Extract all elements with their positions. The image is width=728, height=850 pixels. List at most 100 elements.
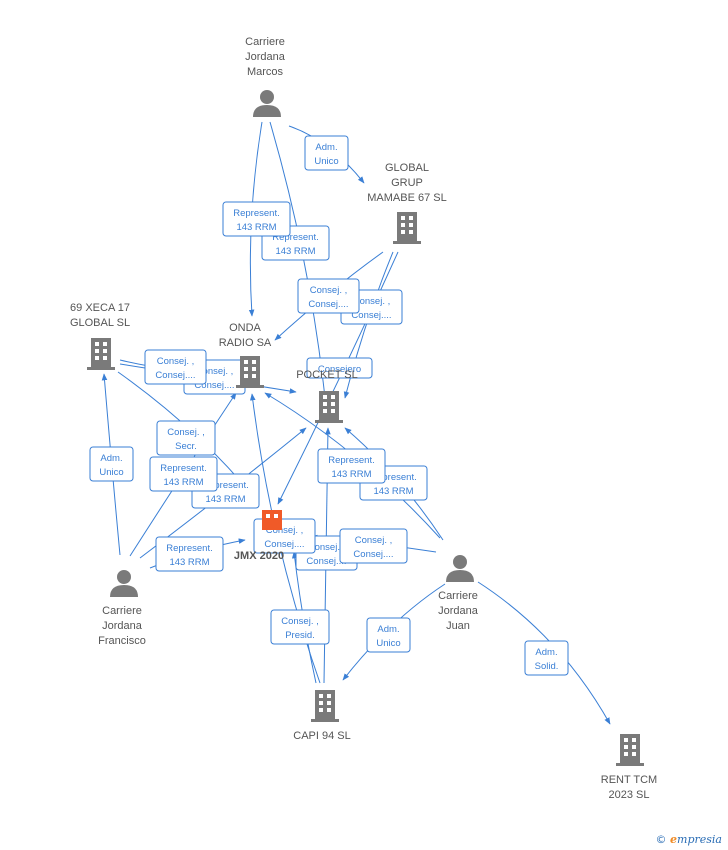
edge-label-xeca-onda: Consej. , Consej....	[144, 349, 207, 385]
node-label-line-1: 69 XECA 17	[70, 302, 130, 314]
edge-label-line-1: Consej. ,	[196, 366, 234, 377]
edge-label-mamabe-onda: Consej. , Consej....	[297, 278, 360, 314]
building-icon	[315, 391, 343, 423]
building-icon	[236, 356, 264, 388]
edge-label-line-2: Consej....	[264, 539, 304, 550]
empresia-watermark: © empresia	[656, 833, 722, 846]
edge-label-line-1: Adm.	[100, 453, 122, 464]
edge-label-line-1: Adm.	[535, 647, 557, 658]
node-label-line-1: GLOBAL	[385, 162, 429, 174]
node-label-line-1: Carriere	[102, 605, 142, 617]
edge-label-line-1: Consej. ,	[353, 296, 391, 307]
edge-label-line-2: 143 RRM	[331, 469, 371, 480]
building-icon	[311, 690, 339, 722]
node-label-line-2: GRUP	[391, 177, 423, 189]
node-company-jmx-focus[interactable]: JMX 2020	[234, 510, 284, 562]
edge-label-line-2: Consej....	[306, 556, 346, 567]
person-icon	[446, 555, 474, 582]
edge-label-juan-jmx: Consej. , Consej....	[339, 528, 408, 564]
edge-label-line-2: Solid.	[535, 661, 559, 672]
node-company-capi[interactable]: CAPI 94 SL	[293, 690, 351, 742]
building-icon	[87, 338, 115, 370]
edge-label-line-1: Represent.	[272, 232, 318, 243]
edge-label-line-1: Consej. ,	[310, 285, 348, 296]
edge-label-line-2: Secr.	[175, 441, 197, 452]
edge-label-juan-rent: Adm. Solid.	[524, 640, 569, 676]
edge-label-francisco-xeca: Adm. Unico	[89, 446, 134, 482]
edge-label-line-2: Consej....	[194, 380, 234, 391]
node-label-line-1: POCKET SL	[296, 369, 358, 381]
edge-label-line-1: Represent.	[233, 208, 279, 219]
edge-mamabe-jmx	[277, 251, 399, 505]
node-label-line-1: RENT TCM	[601, 774, 657, 786]
node-person-marcos[interactable]: Carriere Jordana Marcos	[245, 36, 286, 117]
edge-label-line-2: 143 RRM	[236, 222, 276, 233]
nodes-layer: Carriere Jordana Marcos GLOBAL GRUP MAMA…	[70, 36, 657, 801]
edge-label-line-1: Represent.	[160, 463, 206, 474]
node-label-line-3: MAMABE 67 SL	[367, 192, 446, 204]
node-label-line-2: RADIO SA	[219, 337, 272, 349]
edge-label-line-2: Consej....	[308, 299, 348, 310]
brand-logo-text: mpresia	[677, 833, 722, 846]
node-label-line-2: GLOBAL SL	[70, 317, 130, 329]
edge-label-line-2: Consej....	[155, 370, 195, 381]
node-label-line-1: ONDA	[229, 322, 261, 334]
edge-label-line-1: Consej. ,	[266, 525, 304, 536]
node-label-line-1: Carriere	[245, 36, 285, 48]
edge-label-mamabe-jmx: Consejero	[306, 357, 373, 379]
person-icon	[110, 570, 138, 597]
edge-label-line-1: Consej. ,	[167, 427, 205, 438]
edge-label-line-2: Consej....	[353, 549, 393, 560]
edge-label-line-1: Consej. ,	[157, 356, 195, 367]
brand-logo-e: e	[670, 833, 678, 846]
edge-label-line-1: Consej. ,	[355, 535, 393, 546]
node-label-line-1: Carriere	[438, 590, 478, 602]
node-label-line-2: Jordana	[102, 620, 143, 632]
edge-label-marcos-onda: Represent. 143 RRM	[222, 201, 291, 237]
node-person-juan[interactable]: Carriere Jordana Juan	[438, 555, 479, 632]
node-company-pocket[interactable]: POCKET SL	[296, 369, 358, 423]
edge-label-line-2: Consej....	[351, 310, 391, 321]
edge-label-line-1: Represent.	[166, 543, 212, 554]
node-label-line-2: 2023 SL	[609, 789, 650, 801]
edge-label-line-2: Unico	[99, 467, 123, 478]
edge-label-line-1: Consejero	[318, 364, 361, 375]
building-icon	[393, 212, 421, 244]
edge-label-line-2: 143 RRM	[169, 557, 209, 568]
node-label-line-3: Marcos	[247, 66, 284, 78]
edge-label-line-2: 143 RRM	[275, 246, 315, 257]
edge-label-line-1: Consej. ,	[281, 616, 319, 627]
edge-label-line-1: Represent.	[202, 480, 248, 491]
node-label-line-1: CAPI 94 SL	[293, 730, 350, 742]
edge-label-line-2: 143 RRM	[373, 486, 413, 497]
edge-label-line-1: Represent.	[370, 472, 416, 483]
node-company-rent[interactable]: RENT TCM 2023 SL	[601, 734, 657, 801]
edge-label-capi-onda: Consej. , Presid.	[270, 609, 330, 645]
node-label-line-1: JMX 2020	[234, 550, 284, 562]
building-icon	[616, 734, 644, 766]
edge-label-line-2: 143 RRM	[163, 477, 203, 488]
edge-label-line-1: Adm.	[315, 142, 337, 153]
copyright-icon: ©	[655, 833, 667, 846]
node-person-francisco[interactable]: Carriere Jordana Francisco	[98, 570, 146, 647]
edge-label-line-1: Consej. ,	[308, 542, 346, 553]
node-label-line-3: Francisco	[98, 635, 146, 647]
edge-label-line-2: Unico	[314, 156, 338, 167]
edge-label-line-2: Unico	[376, 638, 400, 649]
node-label-line-2: Jordana	[245, 51, 286, 63]
node-company-xeca[interactable]: 69 XECA 17 GLOBAL SL	[70, 302, 130, 370]
node-company-onda[interactable]: ONDA RADIO SA	[219, 322, 272, 388]
edge-label-xeca-jmx: Consej. , Secr.	[156, 420, 216, 456]
edge-label-francisco-onda: Represent. 143 RRM	[149, 456, 218, 492]
edge-label-juan-onda: Represent. 143 RRM	[317, 448, 386, 484]
node-label-line-2: Jordana	[438, 605, 479, 617]
edge-label-line-1: Adm.	[377, 624, 399, 635]
node-company-mamabe[interactable]: GLOBAL GRUP MAMABE 67 SL	[367, 162, 447, 244]
node-label-line-3: Juan	[446, 620, 470, 632]
edge-label-juan-capi: Adm. Unico	[366, 617, 411, 653]
edge-label-marcos-mamabe: Adm. Unico	[304, 135, 349, 171]
edge-label-line-2: 143 RRM	[205, 494, 245, 505]
edge-label-line-1: Represent.	[328, 455, 374, 466]
